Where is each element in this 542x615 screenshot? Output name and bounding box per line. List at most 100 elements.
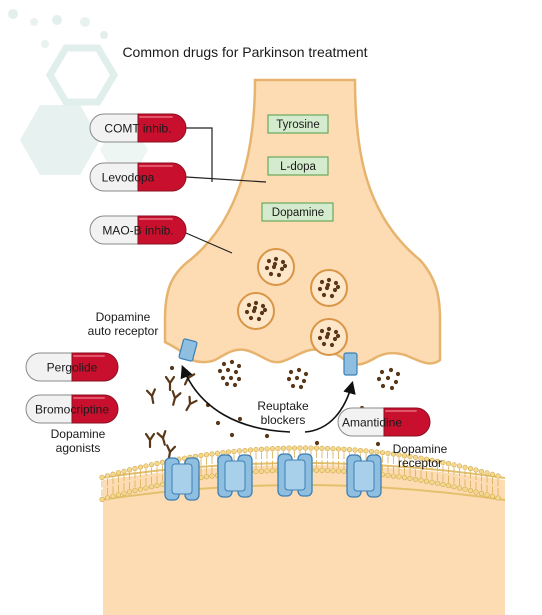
bromocriptine-capsule: Bromocriptine: [25, 394, 119, 424]
lipid-head: [280, 445, 287, 451]
connector-levodopa: [185, 176, 267, 183]
dopamine-dot: [260, 303, 266, 309]
dopamine-receptors: [164, 453, 382, 501]
receptor-core: [224, 460, 246, 492]
dopamine-dot: [286, 376, 292, 382]
lipid-head: [253, 446, 259, 453]
bubble-dot: [100, 31, 108, 39]
lipid-head: [231, 448, 237, 455]
hexagon-shape: [45, 44, 119, 106]
reuptake-arrow-right: [304, 380, 356, 433]
lipid-head: [99, 474, 105, 481]
lipid-head: [110, 471, 116, 477]
lipid-head: [401, 475, 408, 481]
lipid-head: [330, 446, 336, 452]
lipid-head: [489, 471, 496, 478]
lipid-head: [467, 488, 474, 494]
lipid-head: [357, 447, 364, 454]
auto-receptor-left: [178, 338, 198, 362]
lipid-head: [154, 460, 160, 467]
lipid-head: [467, 466, 474, 472]
lipid-head: [390, 473, 397, 479]
dopamine-dot: [256, 316, 262, 322]
lipid-head: [495, 473, 501, 479]
bubble-dot: [52, 15, 62, 25]
dopamine-dot: [317, 335, 323, 341]
lipid-head: [484, 492, 490, 498]
lipid-head: [104, 473, 111, 479]
lipid-head: [264, 468, 270, 474]
dopamine-dot: [276, 272, 282, 278]
maob-inhibitor-capsule: MAO-B inhib.: [89, 215, 187, 245]
dopamine-dot: [380, 383, 386, 389]
dopamine-dot: [303, 371, 309, 377]
dopamine-dot: [282, 263, 288, 269]
dopamine-dot: [169, 365, 175, 371]
dopamine-dot: [264, 265, 270, 271]
dopamine-dot: [393, 379, 399, 385]
hexagon-shape: [20, 105, 100, 175]
lipid-head: [159, 459, 166, 465]
dopamine-dot: [376, 376, 382, 382]
lipid-head: [220, 450, 226, 456]
lipid-head: [401, 453, 408, 459]
lipid-head: [198, 452, 204, 459]
lipid-head: [324, 445, 331, 452]
lipid-head: [308, 445, 314, 451]
dopamine-dot: [332, 287, 338, 293]
dopamine-dot: [252, 305, 258, 311]
lipid-head: [181, 455, 188, 461]
agonist-molecule: [185, 395, 198, 412]
lipid-head: [429, 479, 435, 485]
dopamine-dot: [389, 385, 395, 391]
capsule-white-half: [89, 162, 139, 192]
dopamine-dot: [335, 333, 341, 339]
dopamine-dot: [225, 367, 231, 373]
lipid-head: [341, 446, 347, 452]
lipid-head: [253, 468, 259, 475]
lipid-head: [478, 490, 485, 497]
vesicles: [237, 248, 348, 356]
dopamine-dot: [228, 375, 234, 381]
lipid-head: [121, 468, 127, 474]
dopamine-dot: [326, 277, 332, 283]
agonists-label-1: Dopamine: [51, 427, 106, 441]
lipid-head: [313, 467, 320, 473]
agonist-molecule: [171, 390, 182, 406]
lipid-head: [418, 477, 424, 483]
postsynaptic-neuron: [99, 445, 506, 615]
lipid-head: [330, 468, 336, 474]
lipid-head: [148, 462, 155, 468]
lipid-head: [390, 451, 397, 457]
dopamine-dot: [395, 371, 401, 377]
lipid-head: [148, 484, 155, 490]
lipid-head: [423, 456, 430, 462]
capsule-label: COMT inhib.: [104, 122, 171, 136]
dopamine-dot: [296, 367, 302, 373]
lipid-head: [286, 445, 292, 451]
lipid-head: [335, 468, 342, 474]
dopamine-dot: [333, 329, 339, 335]
bubble-dot: [80, 17, 90, 27]
dopamine-dot: [332, 336, 338, 342]
lipid-head: [407, 453, 413, 460]
dopamine-dot: [220, 375, 226, 381]
lipid-head: [143, 463, 149, 469]
capsule-label: MAO-B inhib.: [102, 224, 173, 238]
lipid-head: [484, 470, 490, 476]
lipid-head: [126, 467, 133, 473]
lipid-head: [363, 448, 369, 454]
ldopa-box: L-dopa: [267, 156, 329, 176]
lipid-head: [269, 446, 276, 452]
dopamine-dot: [294, 375, 300, 381]
lipid-head: [126, 489, 133, 495]
dopamine-dot: [280, 259, 286, 265]
reuptake-label-1: Reuptake: [257, 399, 309, 413]
lipid-head: [258, 446, 265, 452]
amantidine-capsule: Amantidine: [337, 407, 431, 437]
lipid-head: [104, 495, 111, 501]
lipid-head: [132, 465, 138, 472]
dopamine-dot: [272, 261, 278, 267]
reuptake-arrow-left: [180, 365, 291, 433]
